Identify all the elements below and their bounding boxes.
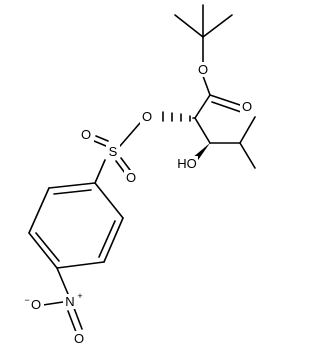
bond-CH-Me2 — [239, 142, 256, 169]
positive-charge-sign: + — [77, 291, 82, 301]
svg-text:O: O — [198, 62, 208, 77]
svg-text:N: N — [65, 294, 74, 309]
atom-nitro-O-minus: O − — [24, 295, 44, 312]
bond-O-CO — [202, 75, 211, 96]
bond-CO-double-b — [211, 101, 242, 113]
atom-sulfur: S — [106, 143, 120, 159]
bond-S-O-lower-b — [115, 160, 126, 174]
atom-nitro-O: O — [72, 331, 86, 346]
bond-O-S — [119, 122, 141, 147]
svg-text:O: O — [74, 331, 84, 346]
atom-S-O-upper: O — [79, 127, 94, 142]
hashed-wedge-C2-O — [162, 111, 196, 122]
bond-CO-C2 — [194, 94, 211, 119]
atom-nitro-N: N + — [63, 291, 83, 309]
bond-N-O-double-b — [67, 310, 77, 333]
bond-tbu-1 — [174, 14, 204, 38]
atom-hydroxyl: HO — [176, 156, 198, 171]
atom-carbonyl-O: O — [240, 99, 254, 114]
bond-C2-C3 — [194, 117, 211, 144]
svg-text:O: O — [242, 99, 252, 114]
benzene-ring — [28, 182, 124, 269]
negative-charge-sign: − — [24, 295, 29, 305]
atom-S-O-lower: O — [124, 170, 138, 185]
bond-S-O-upper-a — [95, 135, 109, 142]
svg-text:O: O — [81, 127, 91, 142]
bond-CO-double-a — [209, 94, 241, 106]
bond-N-O-double-a — [73, 307, 83, 330]
bond-N-Ominus — [42, 301, 64, 306]
svg-text:O: O — [142, 109, 152, 124]
bond-CH-Me1 — [239, 116, 256, 144]
svg-text:HO: HO — [177, 156, 197, 171]
atom-ester-O: O — [196, 62, 210, 77]
bond-S-ring — [94, 159, 106, 184]
bond-S-O-lower-a — [120, 157, 131, 171]
atom-sulfonate-O: O — [140, 109, 154, 124]
molecule-drawing: O O O S O O HO O − N + O — [24, 4, 256, 346]
svg-text:S: S — [109, 144, 118, 159]
bond-S-O-upper-b — [93, 140, 107, 147]
svg-text:O: O — [126, 170, 136, 185]
svg-text:O: O — [31, 297, 41, 312]
structure-canvas: O O O S O O HO O − N + O — [24, 4, 256, 346]
bond-tbu-2 — [202, 14, 233, 38]
bond-ring-N — [56, 267, 69, 295]
